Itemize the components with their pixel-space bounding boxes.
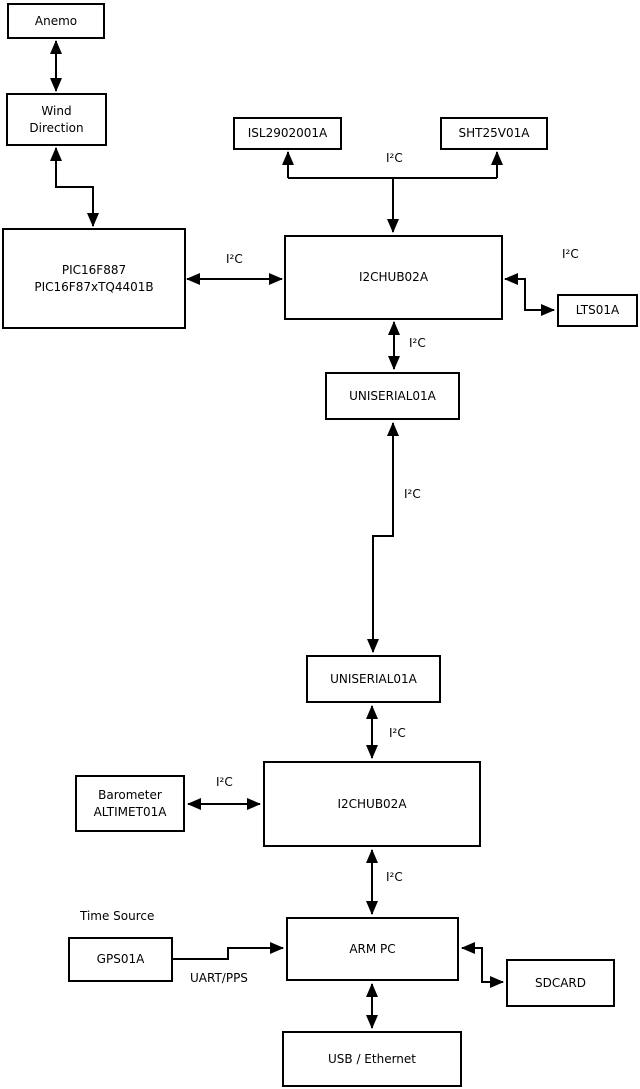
node-isl2902001a: ISL2902001A xyxy=(233,117,342,150)
node-sdcard-label: SDCARD xyxy=(534,975,587,990)
node-gps01a-label: GPS01A xyxy=(96,952,145,967)
node-i2chub02a-bottom-label: I2CHUB02A xyxy=(337,796,407,811)
node-uniserial01a-bottom-label: UNISERIAL01A xyxy=(330,671,417,686)
node-sdcard: SDCARD xyxy=(506,959,615,1007)
node-lts01a: LTS01A xyxy=(557,294,638,327)
node-gps01a: GPS01A xyxy=(68,937,173,982)
node-arm-pc-label: ARM PC xyxy=(349,941,396,956)
edge-label-uart-pps: UART/PPS xyxy=(190,971,248,985)
edge-label-i2c-bus: I²C xyxy=(386,151,403,165)
edge-label-i2c-hub-uniserial: I²C xyxy=(409,336,426,350)
node-barometer: Barometer ALTIMET01A xyxy=(75,775,185,832)
node-uniserial01a-bottom: UNISERIAL01A xyxy=(306,655,441,703)
node-sht25v01a: SHT25V01A xyxy=(440,117,548,150)
edge-label-i2c-hub-arm: I²C xyxy=(386,870,403,884)
node-pic-line1: PIC16F887 xyxy=(61,262,127,277)
node-pic-line2: PIC16F87xTQ4401B xyxy=(34,279,154,294)
node-wind-direction-line1: Wind xyxy=(41,103,72,118)
node-barometer-line2: ALTIMET01A xyxy=(93,804,167,819)
node-sht25v01a-label: SHT25V01A xyxy=(458,126,530,141)
node-i2chub02a-top: I2CHUB02A xyxy=(284,235,503,320)
node-usb-ethernet-label: USB / Ethernet xyxy=(328,1051,416,1066)
node-pic: PIC16F887 PIC16F87xTQ4401B xyxy=(2,228,186,329)
node-lts01a-label: LTS01A xyxy=(575,303,620,318)
node-anemo-label: Anemo xyxy=(34,13,78,28)
edge-uniserial-uniserial xyxy=(367,422,399,653)
node-barometer-line1: Barometer xyxy=(98,787,162,802)
edge-hub-top-lts xyxy=(504,273,555,316)
edge-label-i2c-uniserial-link: I²C xyxy=(404,487,421,501)
edge-label-i2c-barometer: I²C xyxy=(216,775,233,789)
node-uniserial01a-top: UNISERIAL01A xyxy=(325,372,460,420)
edge-gps-arm xyxy=(173,942,284,960)
node-uniserial01a-top-label: UNISERIAL01A xyxy=(349,388,436,403)
node-i2chub02a-top-label: I2CHUB02A xyxy=(358,270,429,285)
node-wind-direction: Wind Direction xyxy=(6,93,107,146)
annotation-time-source: Time Source xyxy=(80,909,155,923)
edge-label-i2c-hub-lts: I²C xyxy=(562,247,579,261)
node-isl2902001a-label: ISL2902001A xyxy=(247,126,328,141)
edge-arm-sdcard xyxy=(461,942,504,988)
node-wind-direction-line2: Direction xyxy=(29,120,84,135)
edge-label-i2c-pic-hub: I²C xyxy=(226,252,243,266)
node-anemo: Anemo xyxy=(7,3,105,39)
node-i2chub02a-bottom: I2CHUB02A xyxy=(263,761,481,847)
node-arm-pc: ARM PC xyxy=(286,917,459,981)
node-usb-ethernet: USB / Ethernet xyxy=(282,1031,462,1087)
edge-wind-pic xyxy=(50,147,99,227)
edge-label-i2c-uniserial-hub: I²C xyxy=(389,726,406,740)
